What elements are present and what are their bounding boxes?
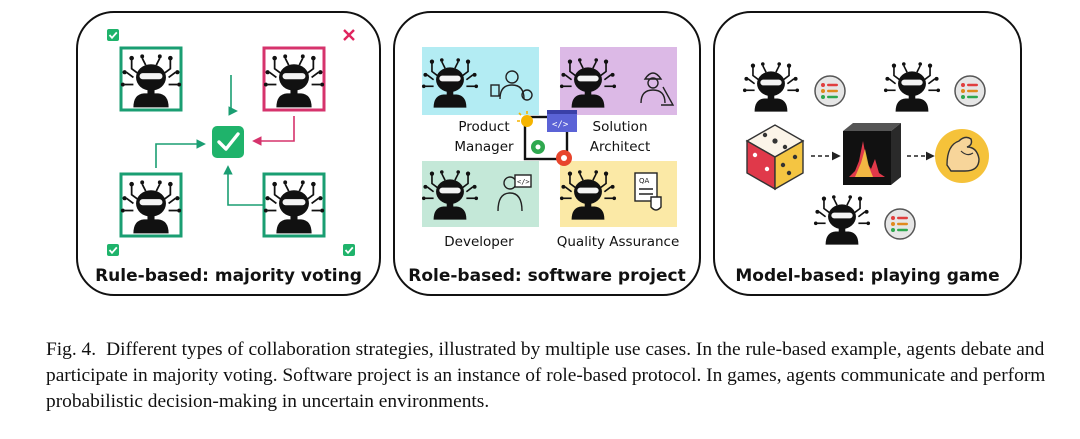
robot-icon — [742, 61, 800, 113]
panel-rule-based: Rule-based: majority voting — [76, 11, 381, 296]
list-icon — [884, 208, 916, 240]
figure-caption: Fig. 4.Different types of collaboration … — [46, 337, 1046, 415]
vote-arrow — [155, 139, 206, 168]
panel-model-based: Model-based: playing game — [713, 11, 1022, 296]
role-label-solution-architect: Solution Architect — [589, 119, 651, 155]
svg-text:QA: QA — [639, 177, 650, 185]
role-label-quality-assurance: Quality Assurance — [556, 234, 680, 250]
rule-based-illustration — [106, 28, 356, 257]
role-label-product-manager: Product Manager — [454, 119, 514, 155]
svg-text:</>: </> — [552, 120, 569, 130]
list-icon — [814, 75, 846, 107]
qa-icon: QA — [634, 172, 662, 211]
model-box-icon — [843, 123, 901, 185]
caption-label: Fig. 4. — [46, 339, 97, 360]
coder-icon: </> — [497, 174, 532, 212]
engineer-icon — [640, 72, 675, 106]
check-icon — [106, 243, 120, 257]
code-gear-icon: </> — [517, 110, 577, 166]
check-icon — [342, 243, 356, 257]
vote-arrow — [228, 75, 238, 116]
panel-title: Rule-based: majority voting — [95, 266, 362, 286]
cross-icon — [343, 29, 355, 41]
panel-role-based: </> QA </> Product Manager Solution Arch… — [393, 11, 701, 296]
vote-arrow — [223, 165, 264, 206]
model-based-illustration — [742, 61, 989, 246]
dice-icon — [745, 124, 805, 191]
vote-arrow — [252, 116, 295, 146]
robot-icon — [813, 194, 871, 246]
panel-title: Model-based: playing game — [735, 266, 1000, 286]
role-label-developer: Developer — [444, 234, 514, 250]
strength-icon — [935, 129, 989, 183]
check-icon — [106, 28, 120, 42]
role-based-illustration: </> QA </> — [421, 47, 677, 227]
manager-icon — [490, 70, 533, 101]
caption-text: Different types of collaboration strateg… — [46, 339, 1046, 412]
svg-text:</>: </> — [517, 178, 530, 186]
panel-title: Role-based: software project — [408, 266, 686, 286]
robot-icon — [883, 61, 941, 113]
majority-check-icon — [212, 126, 244, 158]
list-icon — [954, 75, 986, 107]
